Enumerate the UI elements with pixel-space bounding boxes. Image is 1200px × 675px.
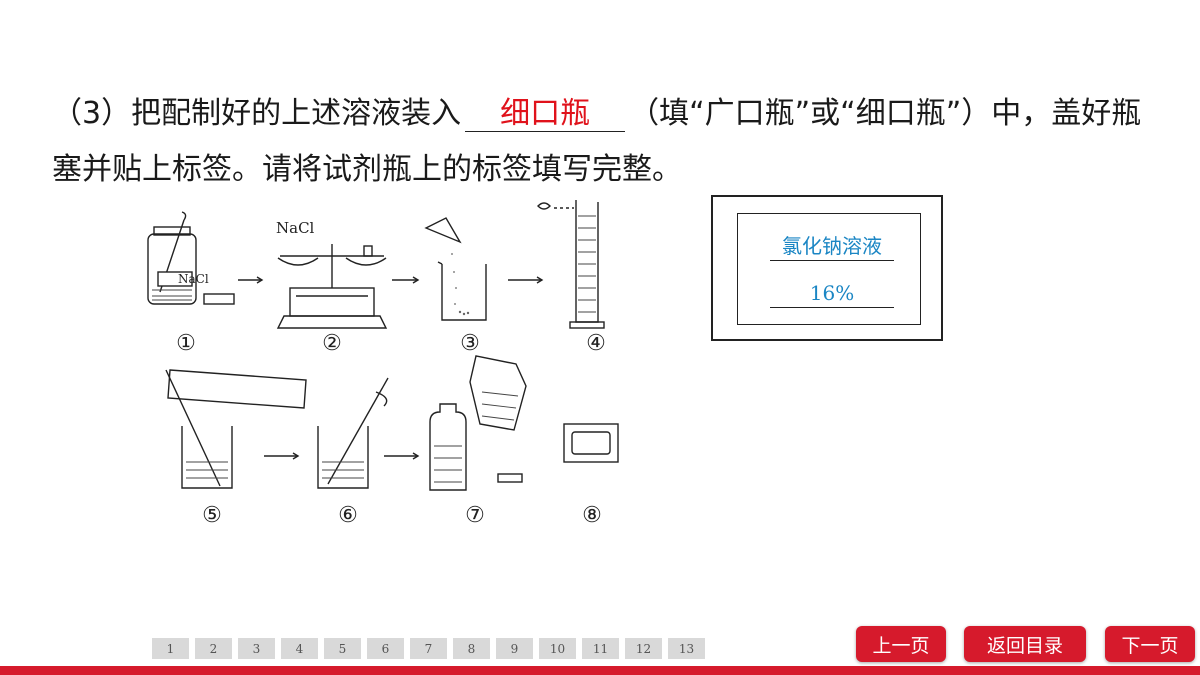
page-link[interactable]: 10 [539, 638, 576, 659]
balance-text: NaCl [276, 219, 315, 237]
question-part2: （填“广口瓶”或“细口瓶”）中，盖好瓶塞并贴上标签。请将试剂瓶上的标签填写完整。 [52, 96, 1142, 187]
bottle-stopper [203, 293, 235, 305]
graduated-cylinder [537, 200, 605, 329]
narrow-mouth-bottle [429, 355, 527, 491]
bottom-accent-bar [0, 666, 1200, 675]
page-link[interactable]: 8 [453, 638, 490, 659]
arrow-head [256, 276, 264, 284]
question-part1: （3）把配制好的上述溶液装入 [52, 96, 462, 131]
arrow-head [536, 276, 544, 284]
beaker-with-rod [165, 369, 307, 489]
balance [276, 244, 388, 329]
answer-text: 细口瓶 [500, 96, 591, 131]
next-page-button[interactable]: 下一页 [1105, 626, 1195, 662]
page-link[interactable]: 3 [238, 638, 275, 659]
reagent-label-inner: 氯化钠溶液 16% [737, 213, 921, 325]
page-link[interactable]: 9 [496, 638, 533, 659]
page-link[interactable]: 4 [281, 638, 318, 659]
step-number: ⑥ [338, 503, 358, 528]
beaker-pouring-solid [424, 217, 487, 321]
blank-label [563, 423, 619, 463]
arrow-head [412, 452, 420, 460]
step-number: ⑧ [582, 503, 602, 528]
step-number: ② [322, 331, 342, 356]
page-link[interactable]: 11 [582, 638, 619, 659]
page-link[interactable]: 2 [195, 638, 232, 659]
page-navigator: 1 2 3 4 5 6 7 8 9 10 11 12 13 [152, 638, 705, 659]
step-number: ⑤ [202, 503, 222, 528]
beaker-stirring [317, 377, 389, 489]
prev-page-button[interactable]: 上一页 [856, 626, 946, 662]
question-text: （3）把配制好的上述溶液装入 细口瓶（填“广口瓶”或“细口瓶”）中，盖好瓶塞并贴上… [52, 86, 1162, 198]
step-number: ④ [586, 331, 606, 356]
answer-blank: 细口瓶 [465, 96, 626, 132]
page-link[interactable]: 13 [668, 638, 705, 659]
step-number: ① [176, 331, 196, 356]
arrow-head [292, 452, 300, 460]
back-to-toc-button[interactable]: 返回目录 [964, 626, 1086, 662]
page-link[interactable]: 7 [410, 638, 447, 659]
reagent-label: 氯化钠溶液 16% [711, 195, 943, 341]
label-solution-name: 氯化钠溶液 [770, 232, 894, 261]
reagent-jar [147, 211, 197, 305]
page-link[interactable]: 1 [152, 638, 189, 659]
page-link[interactable]: 6 [367, 638, 404, 659]
step-number: ③ [460, 331, 480, 356]
reagent-jar-text: NaCl [178, 272, 209, 286]
experiment-figure: NaCl NaCl ① ② ③ ④ ⑤ ⑥ ⑦ ⑧ [147, 200, 619, 528]
arrow-head [412, 276, 420, 284]
page-link[interactable]: 5 [324, 638, 361, 659]
page-link[interactable]: 12 [625, 638, 662, 659]
step-number: ⑦ [465, 503, 485, 528]
label-concentration: 16% [770, 279, 894, 308]
